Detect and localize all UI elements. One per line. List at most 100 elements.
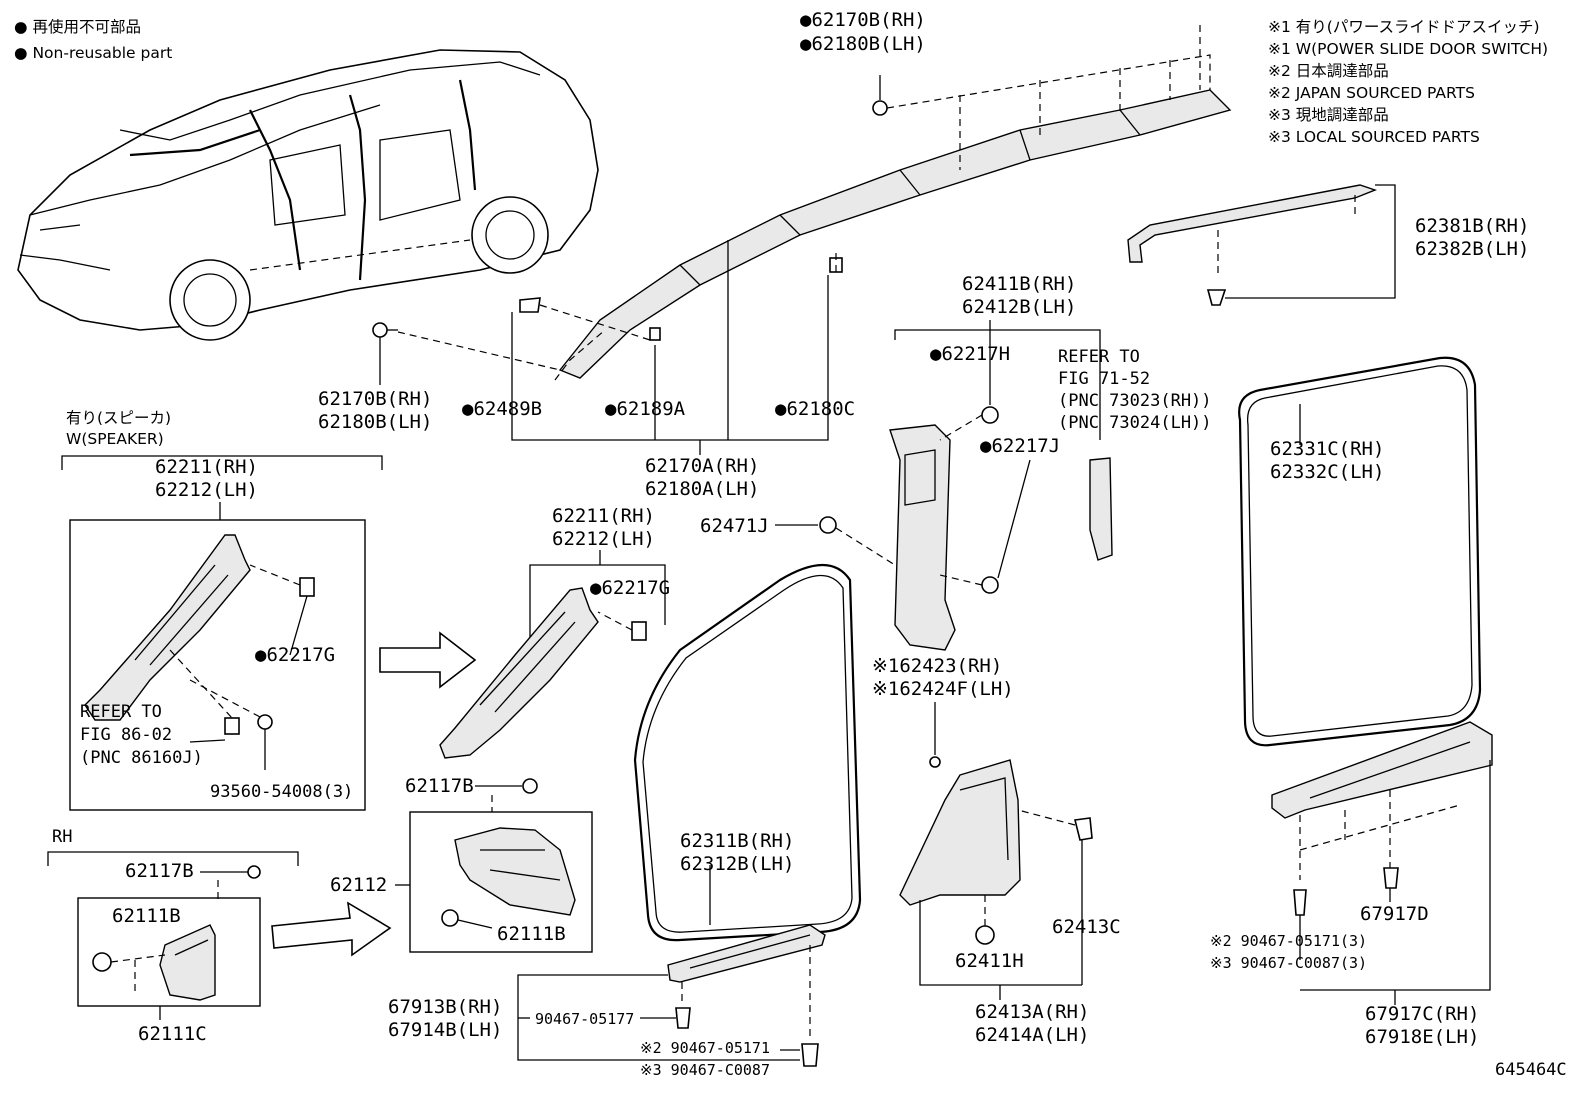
- label-62117B-a: 62117B: [125, 860, 194, 882]
- label-90467-05177: 90467-05177: [535, 1010, 634, 1028]
- label-90467-05171-3: ※2 90467-05171(3): [1210, 932, 1367, 950]
- label-62212-lh-a: 62212(LH): [155, 479, 258, 501]
- label-90467-C0087-3: ※3 90467-C0087(3): [1210, 954, 1367, 972]
- legend-line-2: ● Non-reusable part: [14, 44, 172, 62]
- molding-62381B: [1127, 184, 1396, 306]
- label-62412B-lh: 62412B(LH): [962, 296, 1076, 318]
- refer-71-pnc-rh: (PNC 73023(RH)): [1058, 391, 1212, 411]
- label-62180B-lh-top: ●62180B(LH): [800, 33, 926, 55]
- label-90467-05171: ※2 90467-05171: [640, 1039, 770, 1057]
- rh-group-label: RH: [52, 827, 72, 847]
- label-62170B-rh: 62170B(RH): [318, 388, 432, 410]
- vehicle-illustration: [17, 49, 599, 341]
- label-62170B-rh-top: ●62170B(RH): [800, 9, 926, 31]
- clip-icon: [247, 865, 261, 879]
- arrow-right-icon: [271, 901, 392, 957]
- note-4: ※2 JAPAN SOURCED PARTS: [1268, 84, 1475, 102]
- speaker-note-jp: 有り(スピーカ): [66, 409, 171, 427]
- kick-panel-box: [409, 811, 593, 953]
- label-62111B-a: 62111B: [112, 905, 181, 927]
- label-93560: 93560-54008(3): [210, 782, 353, 802]
- label-62180B-lh: 62180B(LH): [318, 411, 432, 433]
- clip-icon: [522, 778, 538, 794]
- label-67913B-rh: 67913B(RH): [388, 996, 502, 1018]
- label-62189A: ●62189A: [605, 398, 686, 420]
- figure-id: 645464C: [1495, 1060, 1567, 1080]
- label-62217J: ●62217J: [980, 435, 1060, 457]
- label-62411H: 62411H: [955, 950, 1024, 972]
- clip-icon: [441, 909, 459, 927]
- label-62413C: 62413C: [1052, 916, 1121, 938]
- clip-icon: [92, 952, 112, 972]
- refer-71-fig: FIG 71-52: [1058, 369, 1150, 389]
- front-pillar-62211: [439, 587, 647, 759]
- weatherstrip-62311B: [633, 563, 862, 942]
- clip-icon: [975, 925, 995, 945]
- label-62217H: ●62217H: [930, 343, 1010, 365]
- scuff-plate-67917C: [1271, 721, 1493, 1005]
- legend-line-1: ● 再使用不可部品: [14, 18, 141, 36]
- bracket-62170A: [511, 240, 829, 455]
- speaker-variant-box: [69, 519, 366, 811]
- speaker-note-en: W(SPEAKER): [66, 430, 164, 448]
- screw-icon: [257, 714, 273, 730]
- label-62211-rh-a: 62211(RH): [155, 456, 258, 478]
- label-62217G-a: ●62217G: [255, 644, 335, 666]
- label-62211-rh-b: 62211(RH): [552, 505, 655, 527]
- note-1: ※1 有り(パワースライドドアスイッチ): [1268, 18, 1540, 36]
- label-62471J: 62471J: [700, 515, 769, 537]
- label-90467-C0087: ※3 90467-C0087: [640, 1061, 770, 1079]
- label-62382B-lh: 62382B(LH): [1415, 238, 1529, 260]
- refer-86-fig: FIG 86-02: [80, 725, 172, 745]
- label-62413A-rh: 62413A(RH): [975, 1001, 1089, 1023]
- label-62312B-lh: 62312B(LH): [680, 853, 794, 875]
- label-62411B-rh: 62411B(RH): [962, 273, 1076, 295]
- kick-panel-62111C: [92, 924, 216, 1001]
- label-62414A-lh: 62414A(LH): [975, 1024, 1089, 1046]
- label-62111C: 62111C: [138, 1023, 207, 1045]
- roof-side-garnish: [519, 25, 1232, 381]
- label-62423-rh: ※162423(RH): [872, 655, 1002, 677]
- label-62489B: ●62489B: [462, 398, 542, 420]
- label-62112: 62112: [330, 874, 387, 896]
- screw-62170B: [372, 322, 561, 385]
- refer-71-heading: REFER TO: [1058, 347, 1140, 367]
- clip-icon: [675, 1007, 691, 1029]
- label-62212-lh-b: 62212(LH): [552, 528, 655, 550]
- rh-kick-panel-box: [77, 897, 261, 1007]
- legend: ● 再使用不可部品 ● Non-reusable part: [14, 18, 172, 62]
- clip-icon: [224, 717, 240, 735]
- refer-86-heading: REFER TO: [80, 702, 162, 722]
- label-62381B-rh: 62381B(RH): [1415, 215, 1529, 237]
- clip-icon: [1293, 889, 1307, 916]
- clip-icon: [819, 516, 837, 534]
- label-67917C-rh: 67917C(RH): [1365, 1003, 1479, 1025]
- refer-71-pnc-lh: (PNC 73024(LH)): [1058, 413, 1212, 433]
- center-pillar-lower-62413A: [899, 759, 1093, 1000]
- label-62311B-rh: 62311B(RH): [680, 830, 794, 852]
- clip-icon: [929, 756, 941, 768]
- label-62424F-lh: ※162424F(LH): [872, 678, 1014, 700]
- front-pillar-speaker-variant: [84, 534, 315, 770]
- footnotes: ※1 有り(パワースライドドアスイッチ) ※1 W(POWER SLIDE DO…: [1268, 18, 1548, 146]
- label-62170A-rh: 62170A(RH): [645, 455, 759, 477]
- clip-icon: [981, 576, 999, 594]
- label-67917D: 67917D: [1360, 903, 1429, 925]
- clip-icon: [1206, 289, 1227, 306]
- label-62180A-lh: 62180A(LH): [645, 478, 759, 500]
- refer-86-pnc: (PNC 86160J): [80, 748, 203, 768]
- clip-icon: [801, 1043, 819, 1067]
- clip-icon: [872, 100, 888, 116]
- center-pillar-62411B: [889, 320, 1113, 651]
- kick-panel-62112: [441, 827, 576, 929]
- label-62117B-b: 62117B: [405, 775, 474, 797]
- weatherstrip-62331C: [1238, 356, 1482, 747]
- arrow-right-icon: [379, 631, 477, 689]
- label-62331C-rh: 62331C(RH): [1270, 438, 1384, 460]
- label-62111B-b: 62111B: [497, 923, 566, 945]
- label-67914B-lh: 67914B(LH): [388, 1019, 502, 1041]
- clip-icon: [1074, 817, 1093, 841]
- note-3: ※2 日本調達部品: [1268, 62, 1389, 80]
- note-2: ※1 W(POWER SLIDE DOOR SWITCH): [1268, 40, 1548, 58]
